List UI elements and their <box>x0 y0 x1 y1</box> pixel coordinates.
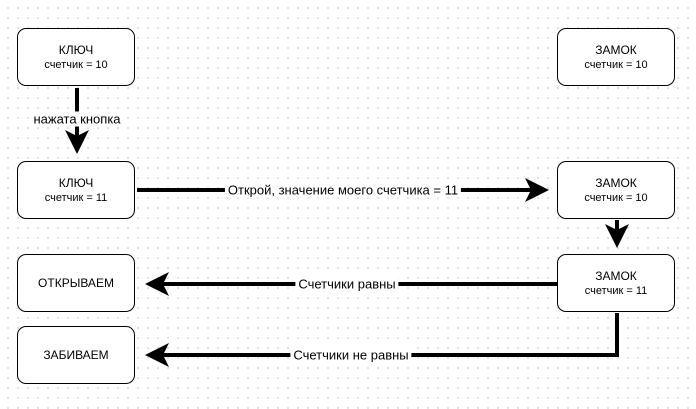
node-jam: ЗАБИВАЕМ <box>17 326 135 384</box>
node-lock-incremented: ЗАМОК счетчик = 11 <box>557 254 675 312</box>
node-title: ЗАМОК <box>595 42 637 57</box>
node-key-pressed: КЛЮЧ счетчик = 11 <box>17 161 135 219</box>
node-lock-received: ЗАМОК счетчик = 10 <box>557 161 675 219</box>
node-counter: счетчик = 11 <box>44 191 108 204</box>
node-title: КЛЮЧ <box>58 42 94 57</box>
node-key-initial: КЛЮЧ счетчик = 10 <box>17 28 135 86</box>
edge-label-request: Открой, значение моего счетчика = 11 <box>224 182 462 198</box>
node-title: КЛЮЧ <box>58 175 94 190</box>
node-title: ЗАМОК <box>595 175 637 190</box>
edge-label-press: нажата кнопка <box>30 111 124 127</box>
node-title: ОТКРЫВАЕМ <box>38 275 114 290</box>
edge-label-not-equal: Счетчики не равны <box>290 347 412 363</box>
edge-label-equal: Счетчики равны <box>295 276 399 292</box>
node-counter: счетчик = 10 <box>584 191 648 204</box>
node-lock-initial: ЗАМОК счетчик = 10 <box>557 28 675 86</box>
node-counter: счетчик = 10 <box>44 58 108 71</box>
node-title: ЗАМОК <box>595 268 637 283</box>
node-counter: счетчик = 11 <box>584 284 648 297</box>
node-title: ЗАБИВАЕМ <box>43 347 109 362</box>
node-counter: счетчик = 10 <box>584 58 648 71</box>
node-open: ОТКРЫВАЕМ <box>17 254 135 312</box>
